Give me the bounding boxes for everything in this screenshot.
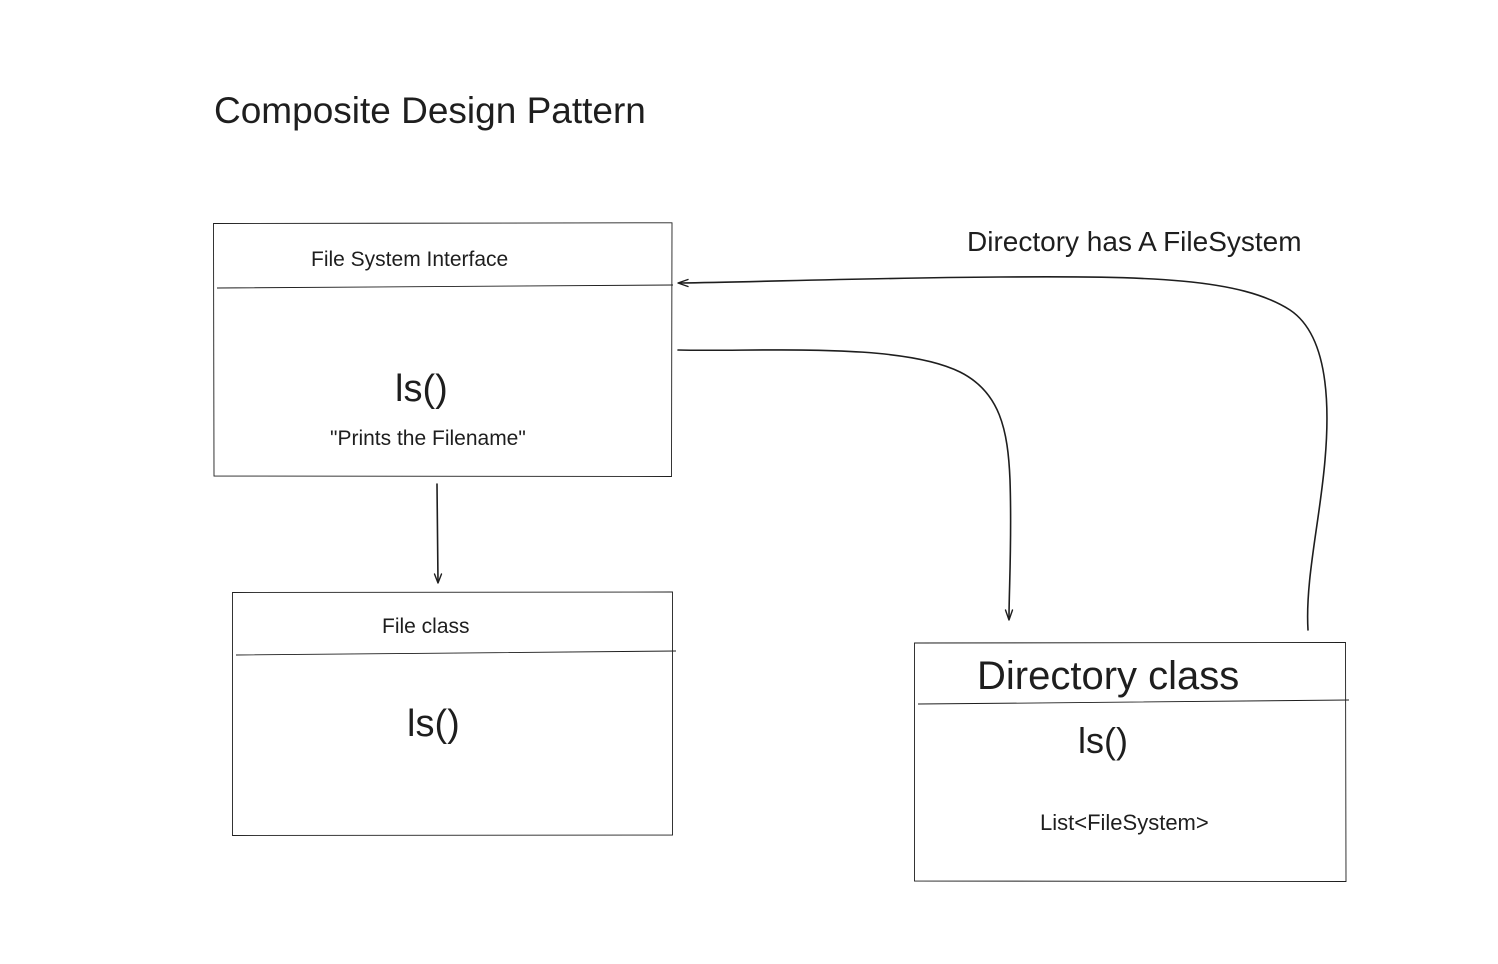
edge-directory-to-interface [677,276,1328,631]
file-system-interface-method: ls() [395,368,448,410]
edge-interface-to-file [433,483,443,584]
file-system-interface-node[interactable] [213,222,674,477]
directory-class-divider [917,699,1350,705]
edge-interface-to-directory [677,349,1014,621]
file-class-header: File class [382,615,470,638]
edge-interface-to-directory-line [677,349,1012,619]
directory-class-node[interactable] [914,642,1350,882]
edge-interface-to-file-arrowhead [433,573,443,584]
file-system-interface-divider [216,284,674,289]
file-system-interface-note: "Prints the Filename" [330,427,526,450]
directory-class-header: Directory class [977,654,1240,698]
edge-interface-to-directory-arrowhead [1004,609,1014,621]
file-class-node[interactable] [232,591,677,836]
file-system-interface-header: File System Interface [311,248,509,271]
edge-directory-to-interface-label: Directory has A FileSystem [967,226,1302,257]
file-class-method: ls() [407,703,460,745]
file-system-interface-box [213,222,673,477]
directory-class-method: ls() [1078,720,1128,761]
diagram-title: Composite Design Pattern [214,90,646,131]
edge-interface-to-file-line [436,483,439,583]
file-class-divider [235,650,677,656]
directory-class-box [914,642,1347,882]
edge-directory-to-interface-line [679,276,1328,631]
edge-directory-to-interface-arrowhead [677,278,689,288]
directory-class-field: List<FileSystem> [1040,810,1209,835]
file-class-box [232,591,673,836]
